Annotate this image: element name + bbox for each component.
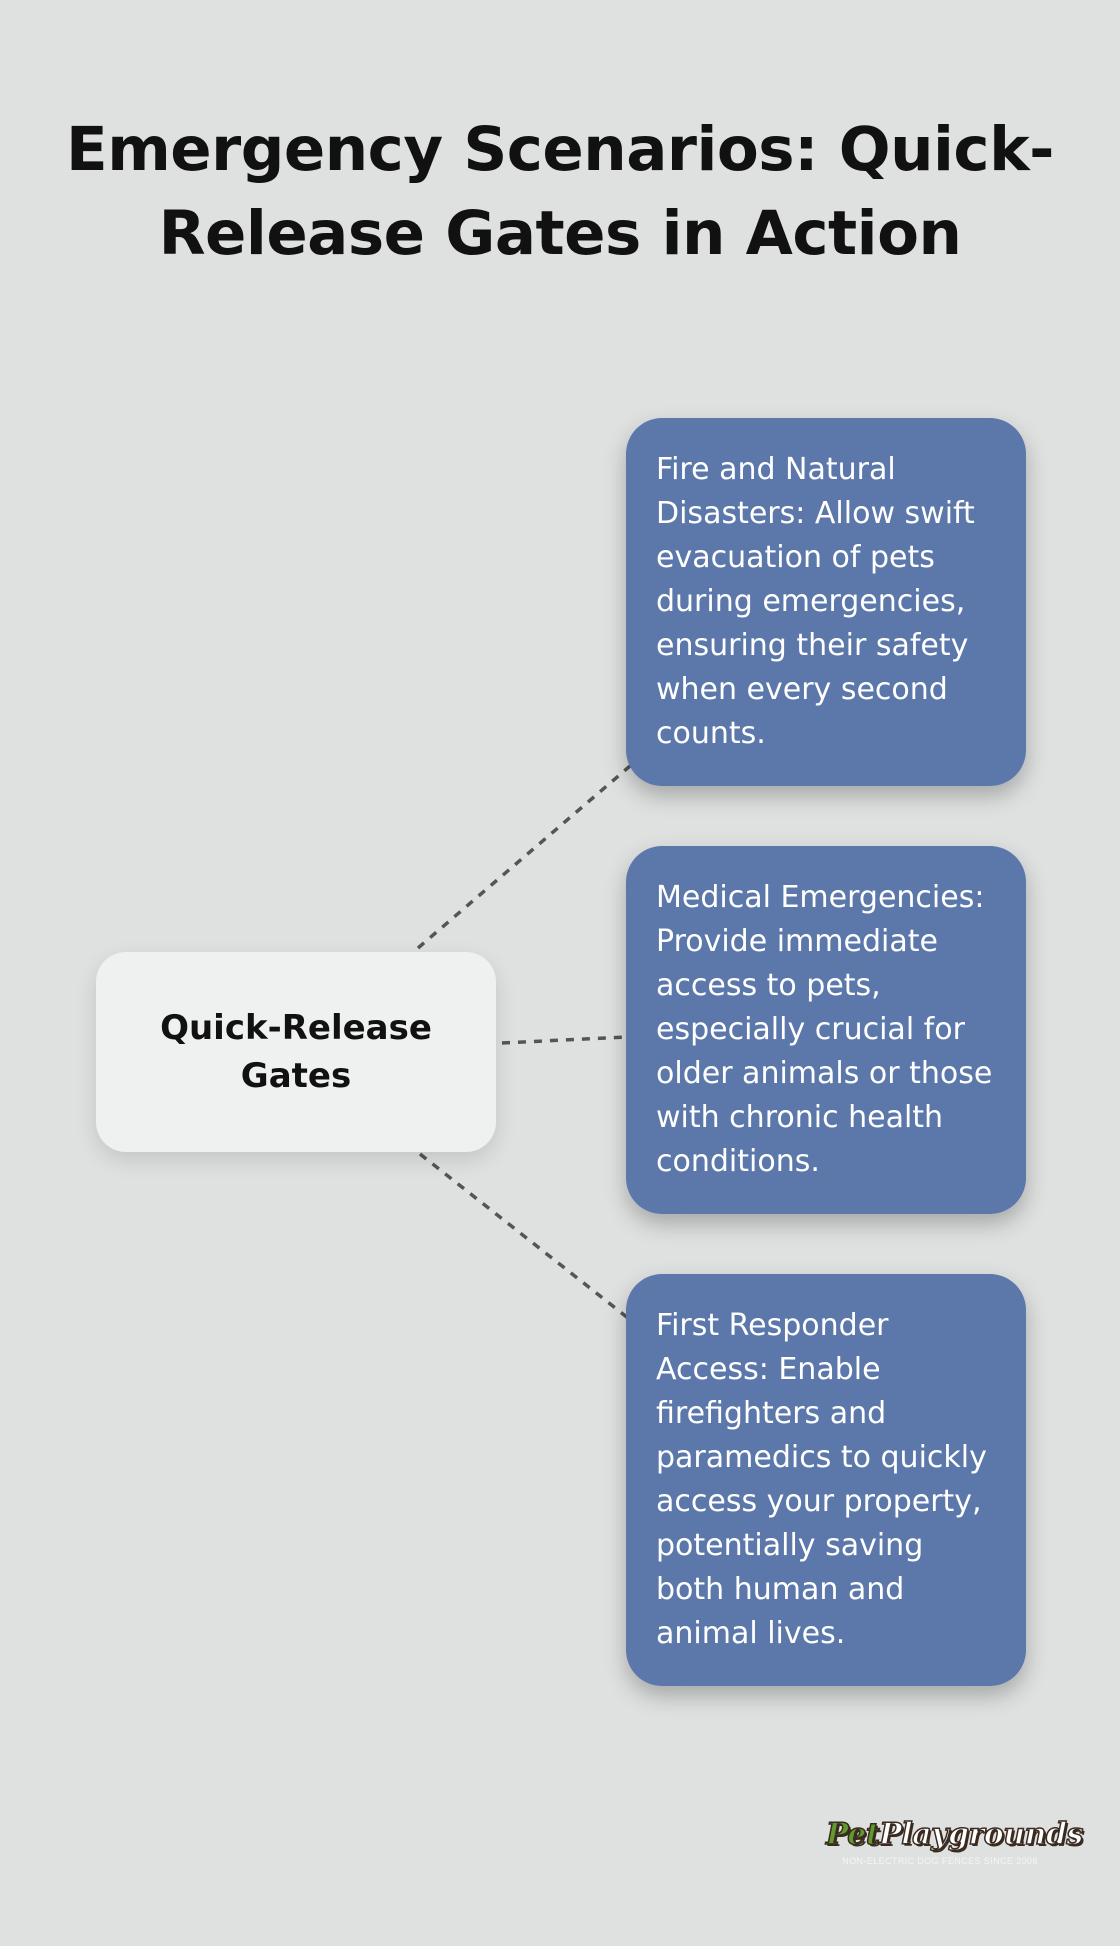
brand-tagline: NON-ELECTRIC DOG FENCES SINCE 2008 bbox=[842, 1856, 1038, 1866]
scenario-text: First Responder Access: Enable firefight… bbox=[656, 1308, 987, 1651]
scenario-card-first-responder: First Responder Access: Enable firefight… bbox=[626, 1274, 1026, 1686]
brand-logo-part-playgrounds: Playgrounds bbox=[878, 1816, 1084, 1853]
connector-to-scenario-2 bbox=[501, 1035, 627, 1045]
scenario-text: Medical Emergencies: Provide immediate a… bbox=[656, 880, 993, 1179]
connector-to-scenario-1 bbox=[416, 764, 632, 950]
page-title: Emergency Scenarios: Quick-Release Gates… bbox=[66, 114, 1054, 269]
brand-logo-part-pet: Pet bbox=[825, 1816, 880, 1853]
scenario-card-medical: Medical Emergencies: Provide immediate a… bbox=[626, 846, 1026, 1214]
brand-logo: PetPlaygrounds NON-ELECTRIC DOG FENCES S… bbox=[825, 1816, 1084, 1874]
scenario-card-fire: Fire and Natural Disasters: Allow swift … bbox=[626, 418, 1026, 786]
hub-label: Quick-Release Gates bbox=[160, 1008, 432, 1096]
brand-logo-wordmark: PetPlaygrounds bbox=[825, 1816, 1084, 1854]
scenario-text: Fire and Natural Disasters: Allow swift … bbox=[656, 452, 975, 751]
connector-to-scenario-3 bbox=[418, 1152, 630, 1320]
hub-node: Quick-Release Gates bbox=[96, 952, 496, 1152]
